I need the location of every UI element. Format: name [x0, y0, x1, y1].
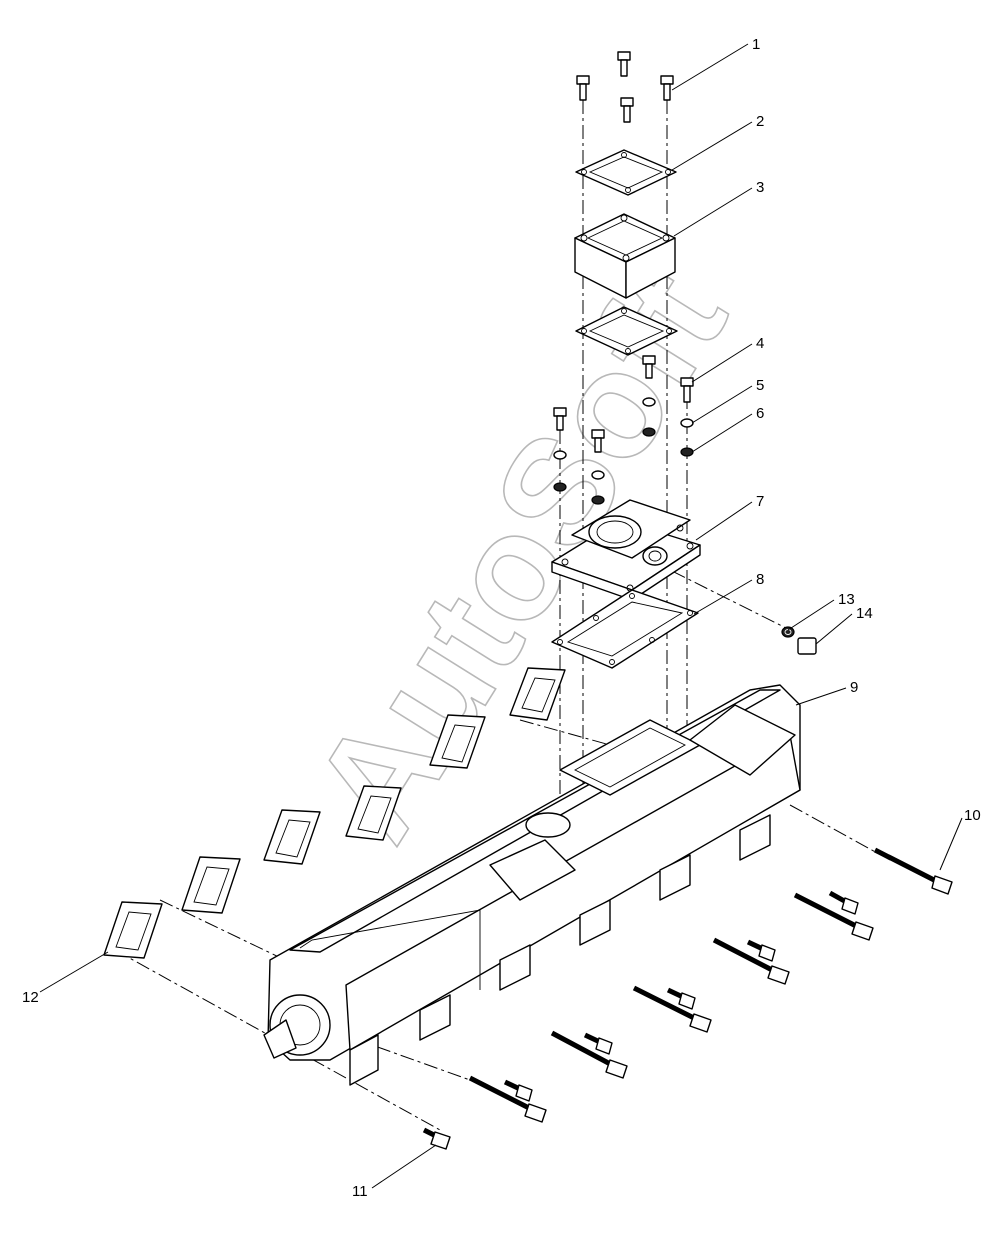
bolt: [873, 847, 953, 895]
bolt: [553, 407, 567, 431]
callout-7: 7: [756, 493, 764, 510]
intake-manifold: [263, 684, 801, 1086]
gasket-upper: [575, 149, 677, 196]
callout-1: 1: [752, 36, 760, 53]
bolt: [620, 97, 634, 123]
bolt: [666, 987, 696, 1010]
bolt: [680, 377, 694, 403]
callout-4: 4: [756, 335, 764, 352]
bolt: [422, 1127, 451, 1150]
callout-8: 8: [756, 571, 764, 588]
bolt-group-1: [576, 51, 674, 123]
port-gasket: [103, 901, 163, 959]
callout-9: 9: [850, 679, 858, 696]
bolt: [591, 429, 605, 453]
port-gasket: [345, 785, 402, 841]
bolt: [550, 1030, 628, 1079]
callout-5: 5: [756, 377, 764, 394]
bolt: [642, 355, 656, 379]
plug-and-seal: [781, 626, 817, 655]
callout-12: 12: [22, 989, 39, 1006]
spacer-block: [574, 213, 676, 299]
port-gasket: [263, 809, 321, 865]
callout-3: 3: [756, 179, 764, 196]
callout-labels: 1 2 3 4 5 6 7 8 13 14 9 10 11 12: [22, 36, 981, 1200]
callout-14: 14: [856, 605, 873, 622]
bolt: [503, 1079, 533, 1102]
bolts-and-washers: [553, 355, 694, 505]
leader-lines: [39, 43, 963, 1189]
callout-6: 6: [756, 405, 764, 422]
bolt: [576, 75, 590, 101]
bolt: [660, 75, 674, 101]
exhaust-gaskets: [103, 667, 566, 959]
bolt: [632, 985, 712, 1033]
bolt: [793, 892, 874, 941]
callout-2: 2: [756, 113, 764, 130]
port-gasket: [181, 856, 241, 914]
callout-13: 13: [838, 591, 855, 608]
intake-housing: [551, 499, 701, 601]
bolt: [617, 51, 631, 77]
flange-gasket: [551, 589, 699, 669]
callout-11: 11: [352, 1183, 368, 1200]
callout-10: 10: [964, 807, 981, 824]
gasket-lower: [575, 306, 678, 356]
bolt: [746, 939, 776, 962]
manifold-runners: [349, 814, 771, 1086]
port-gasket: [509, 667, 566, 721]
bolt: [583, 1032, 613, 1055]
bolt: [712, 937, 790, 985]
port-gasket: [429, 714, 486, 769]
bolt: [828, 890, 859, 915]
bolt: [468, 1075, 547, 1123]
